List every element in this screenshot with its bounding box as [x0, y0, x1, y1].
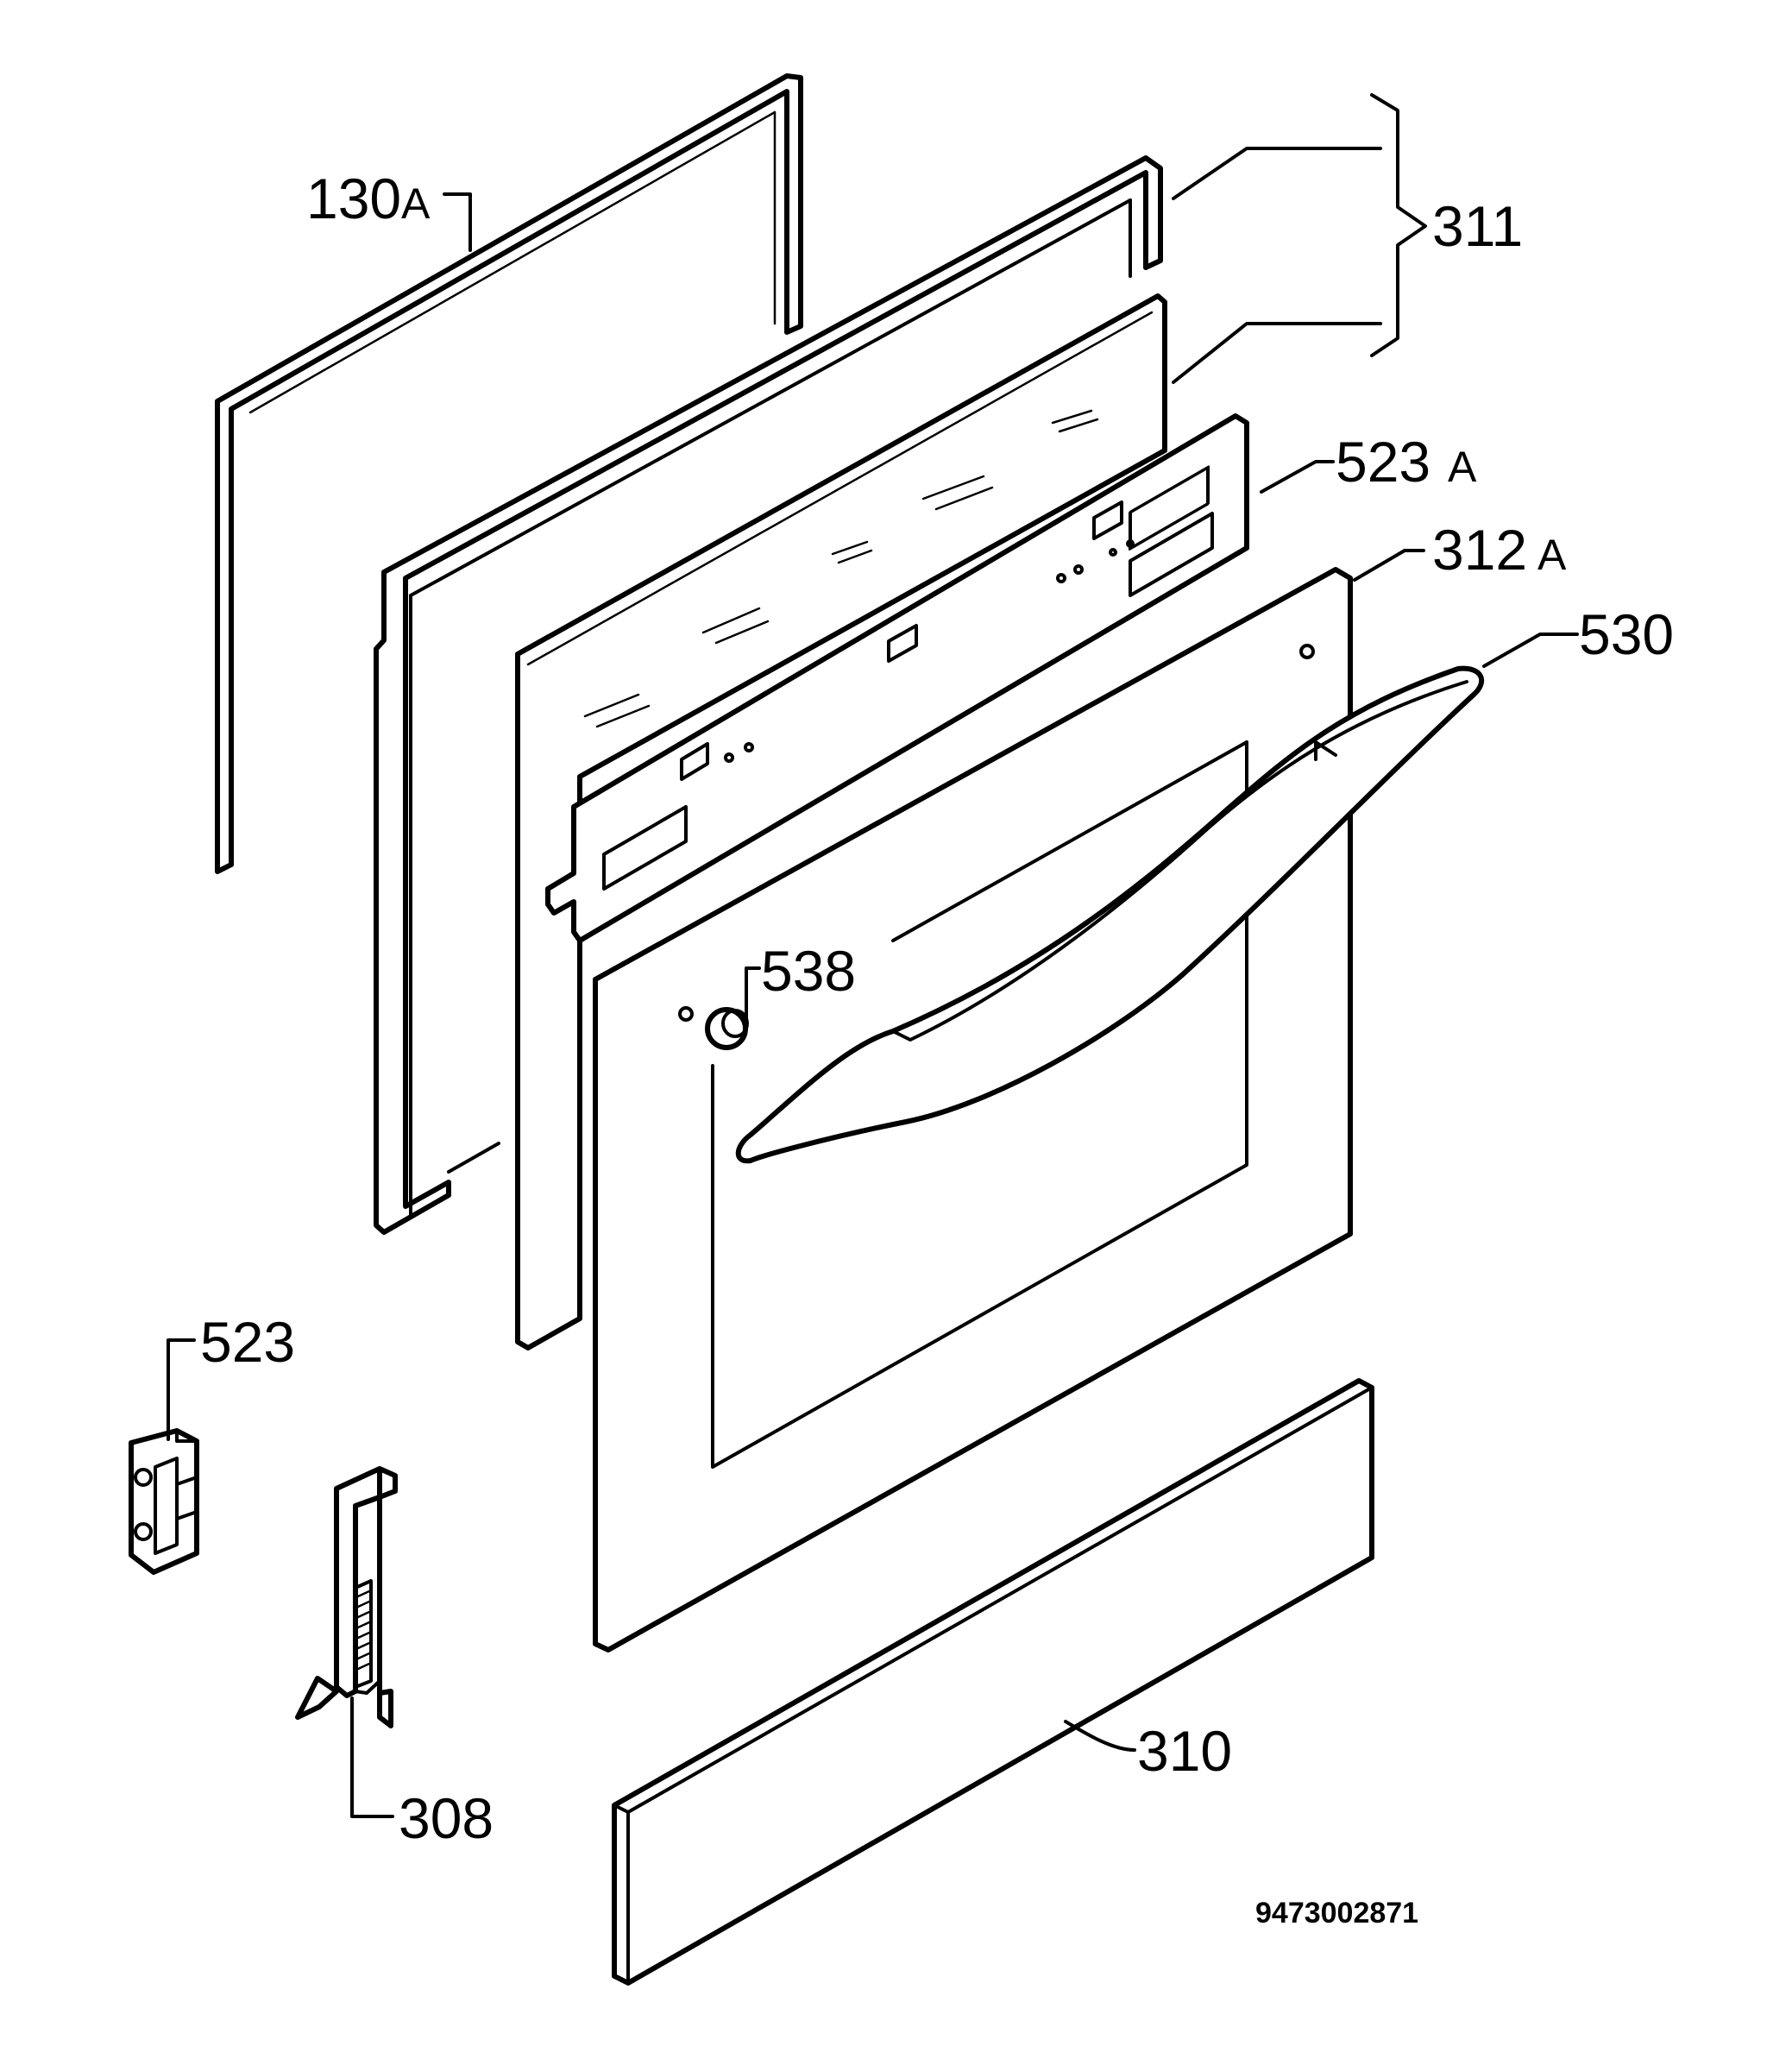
label-530: 530	[1579, 602, 1674, 666]
door-handle-530	[735, 665, 1485, 1164]
label-310: 310	[1137, 1719, 1232, 1783]
label-130a: 130	[306, 167, 401, 230]
leader-312a	[1353, 549, 1425, 582]
brace-311	[1370, 93, 1427, 357]
leader-523a	[1260, 460, 1335, 494]
bottom-trim-310	[612, 1378, 1374, 1986]
door-seal-130a	[215, 73, 803, 874]
label-308: 308	[399, 1786, 494, 1850]
leader-310	[1064, 1720, 1136, 1752]
hinge-308	[295, 1466, 398, 1728]
leader-311-upper	[1172, 147, 1382, 200]
leader-lines	[167, 93, 1579, 1818]
drawing-number: 9473002871	[1255, 1897, 1418, 1929]
leader-311-lower	[1172, 322, 1382, 384]
bushing-538	[705, 1007, 749, 1050]
label-130a-suffix: A	[401, 179, 431, 228]
leader-538	[745, 966, 761, 1020]
label-523a-suffix: A	[1448, 443, 1477, 491]
label-523: 523	[200, 1310, 295, 1374]
label-523a: 523	[1336, 430, 1430, 494]
hinge-receiver-523	[129, 1428, 199, 1575]
panel-bracket-523a	[545, 413, 1249, 943]
label-312a-suffix: A	[1537, 531, 1567, 579]
leader-523	[167, 1338, 196, 1441]
leader-308	[350, 1696, 394, 1818]
part-labels: 130 A 311 523 A 312 A 530 538 523 308 31…	[200, 167, 1674, 1929]
label-311: 311	[1432, 194, 1523, 258]
door-frame-311	[374, 155, 1163, 1235]
label-538: 538	[761, 939, 856, 1003]
label-312a: 312	[1432, 518, 1527, 582]
leader-530	[1482, 633, 1579, 668]
inner-glass-pane	[515, 293, 1167, 1350]
leader-130a	[443, 192, 472, 252]
glass-reflection-marks	[583, 409, 1099, 728]
